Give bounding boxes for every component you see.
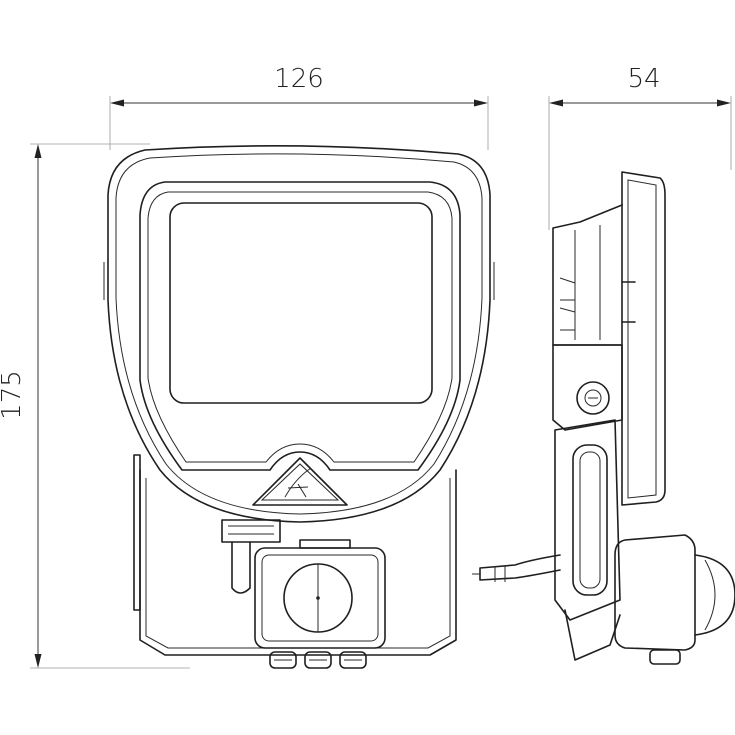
side-view — [472, 171, 735, 665]
width-label: 126 — [274, 64, 324, 94]
height-dimension: 175 — [0, 143, 190, 669]
bottom-glands — [269, 651, 367, 669]
depth-dimension: 54 — [548, 64, 732, 230]
front-lens — [169, 202, 433, 404]
front-view — [103, 145, 495, 669]
motion-sensor-side — [614, 534, 735, 665]
height-label: 175 — [0, 370, 27, 420]
depth-label: 54 — [627, 64, 660, 94]
side-cable — [472, 554, 561, 582]
logo-triangle — [252, 457, 348, 506]
width-dimension: 126 — [109, 64, 489, 150]
cable-gland — [221, 519, 281, 594]
motion-sensor-front — [254, 539, 386, 649]
